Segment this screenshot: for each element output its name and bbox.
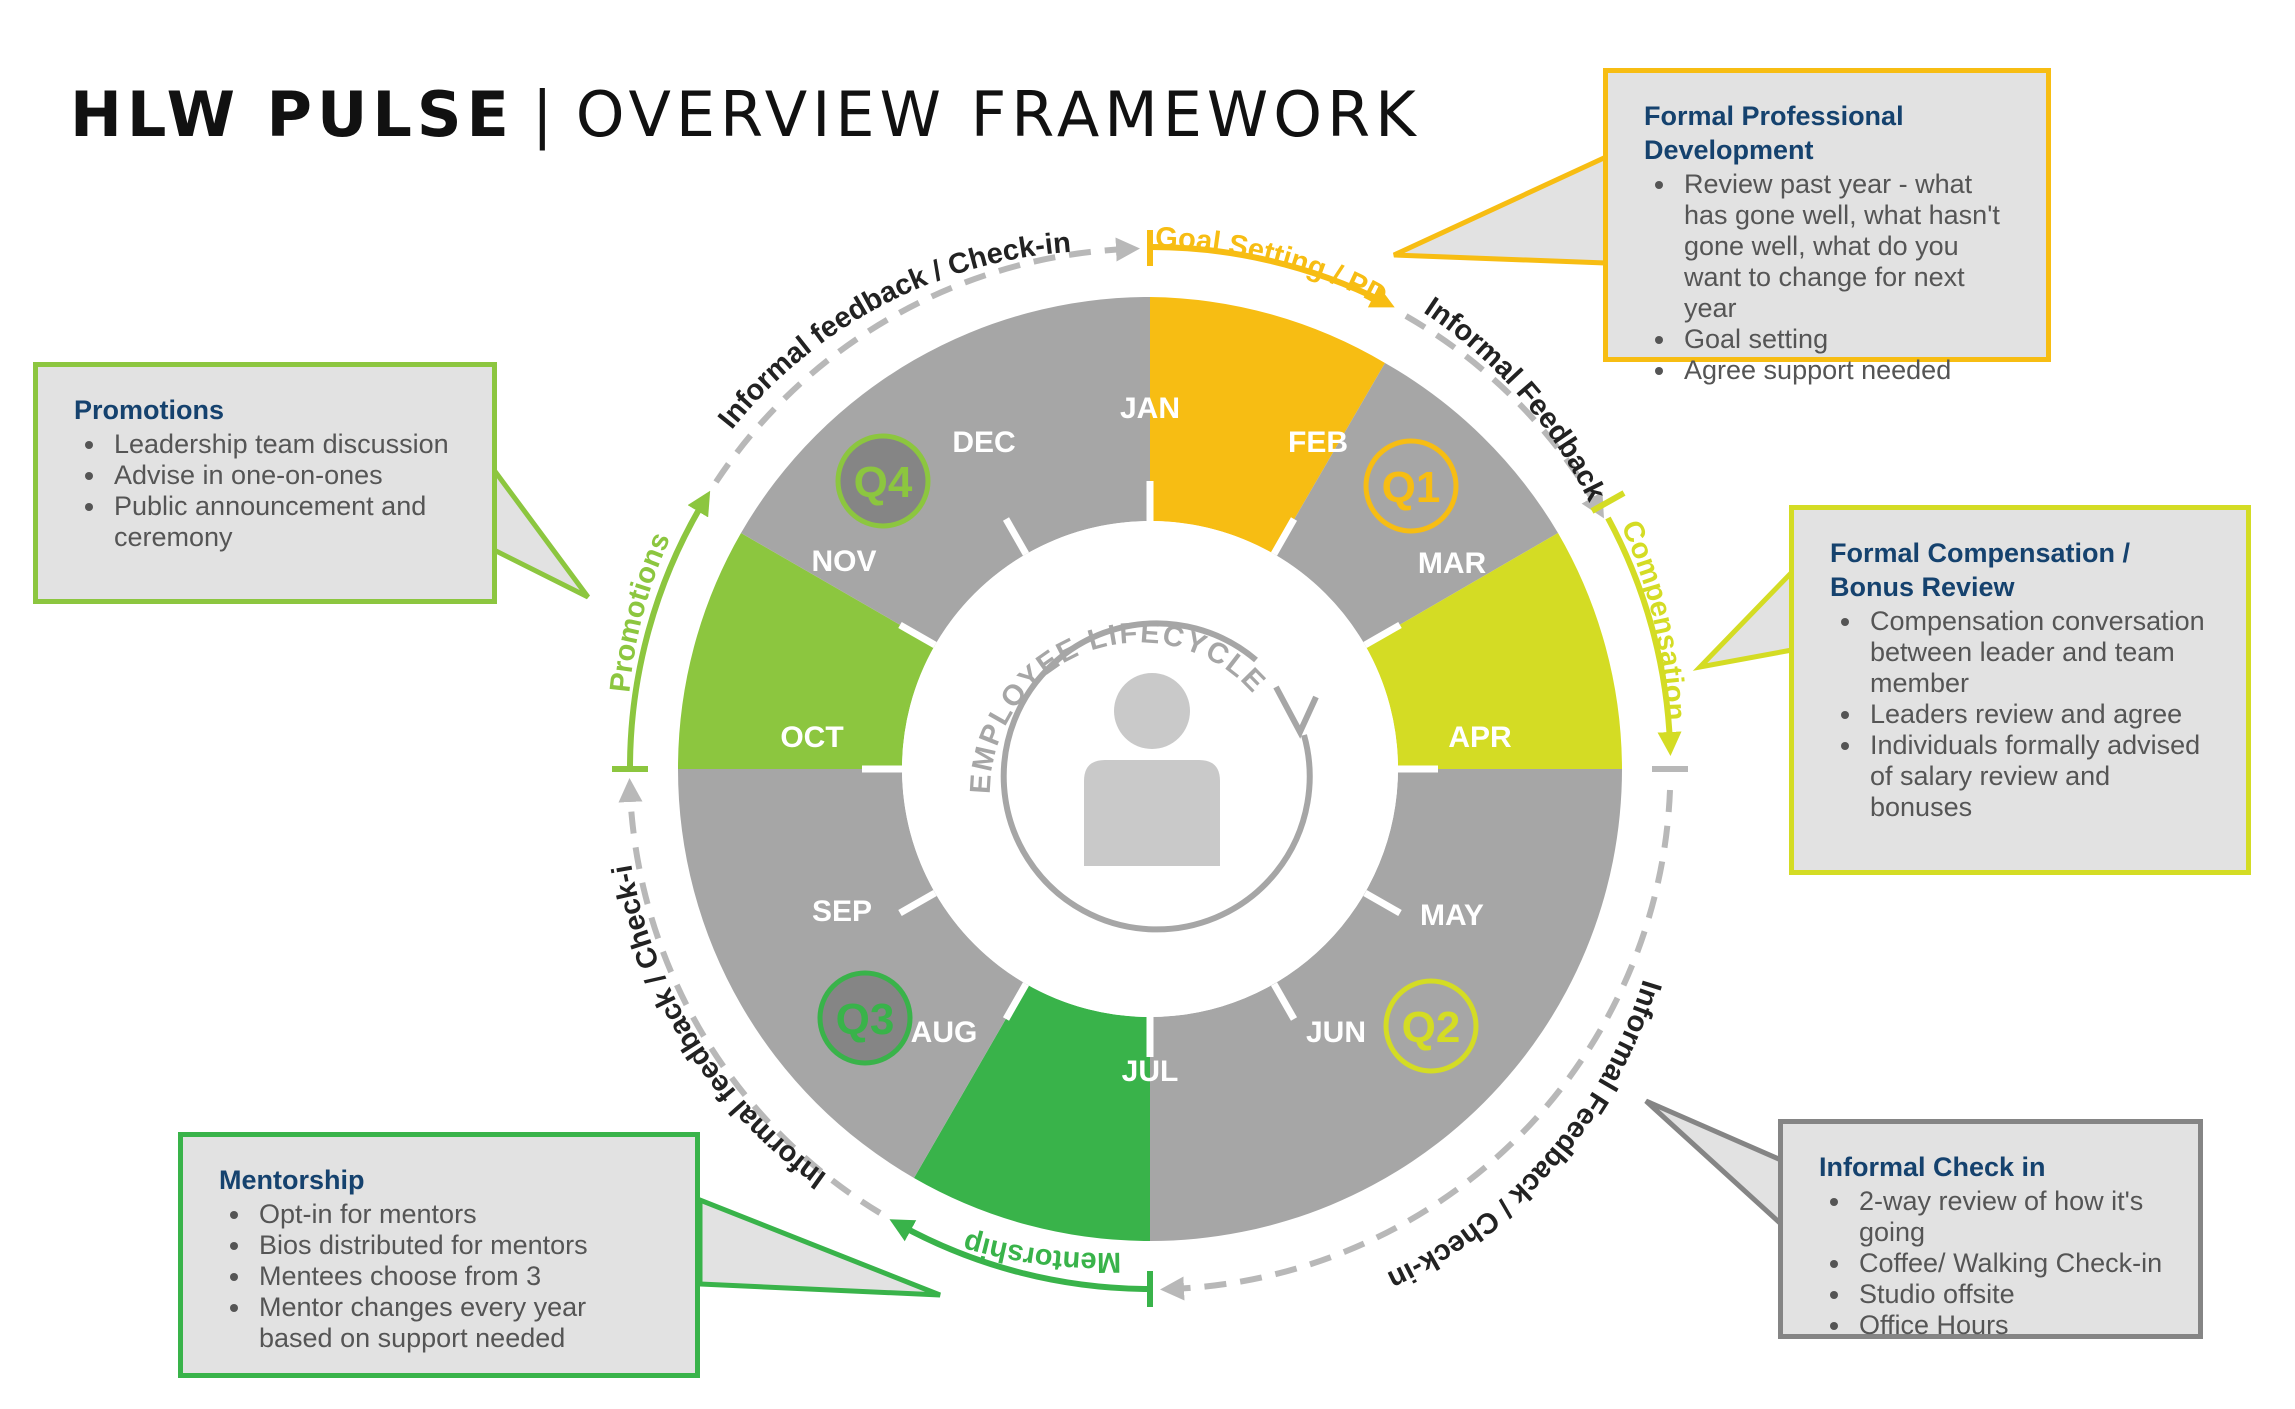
list-item: Studio offsite bbox=[1853, 1279, 2168, 1310]
month-label-oct: OCT bbox=[780, 721, 843, 754]
arc-compensation bbox=[1605, 516, 1682, 756]
month-label-feb: FEB bbox=[1288, 426, 1348, 459]
page-title: HLW PULSE|OVERVIEW FRAMEWORK bbox=[70, 78, 1421, 151]
segment-dec bbox=[741, 296, 1150, 645]
callout-compensation: Formal Compensation / Bonus Review Compe… bbox=[1789, 505, 2251, 875]
tick bbox=[1002, 517, 1030, 556]
month-label-mar: MAR bbox=[1418, 547, 1487, 580]
svg-text:Q4: Q4 bbox=[854, 458, 913, 507]
tick bbox=[1270, 982, 1298, 1021]
callout-tail-checkin bbox=[1644, 1098, 1784, 1230]
quarter-q1: Q1 bbox=[1363, 438, 1459, 534]
month-label-jun: JUN bbox=[1306, 1016, 1366, 1049]
svg-text:Q3: Q3 bbox=[836, 995, 895, 1044]
list-item: 2-way review of how it's going bbox=[1853, 1186, 2168, 1248]
person-icon bbox=[1084, 673, 1220, 866]
arc-promotions bbox=[626, 490, 711, 770]
segment-oct-nov bbox=[677, 533, 935, 769]
list-item: Coffee/ Walking Check-in bbox=[1853, 1248, 2168, 1279]
quarter-q3: Q3 bbox=[817, 970, 913, 1066]
month-label-sep: SEP bbox=[812, 895, 872, 928]
month-label-may: MAY bbox=[1420, 899, 1484, 932]
list-item: Public announcement and ceremony bbox=[108, 491, 462, 553]
callout-list: Review past year - what has gone well, w… bbox=[1644, 169, 2016, 386]
outer-arcs bbox=[612, 230, 1688, 1307]
arc-goal-setting bbox=[1149, 243, 1395, 308]
callout-title: Formal Compensation / Bonus Review bbox=[1830, 538, 2131, 602]
callout-title: Formal Professional Development bbox=[1644, 101, 1904, 165]
list-item: Opt-in for mentors bbox=[253, 1199, 665, 1230]
svg-text:Q1: Q1 bbox=[1382, 463, 1441, 512]
callout-title: Mentorship bbox=[219, 1165, 365, 1195]
title-separator: | bbox=[531, 78, 558, 151]
callout-mentorship: Mentorship Opt-in for mentors Bios distr… bbox=[178, 1132, 700, 1378]
month-labels: JAN FEB MAR APR MAY JUN JUL AUG SEP OCT … bbox=[780, 392, 1512, 1088]
callout-formal-pd: Formal Professional Development Review p… bbox=[1603, 68, 2051, 385]
title-light: OVERVIEW FRAMEWORK bbox=[575, 78, 1421, 151]
callout-promotions: Promotions Leadership team discussion Ad… bbox=[33, 362, 497, 604]
arc-informal-checkin-right bbox=[1160, 789, 1673, 1301]
month-label-jul: JUL bbox=[1122, 1055, 1179, 1088]
tick bbox=[898, 889, 937, 917]
tick bbox=[1270, 517, 1298, 556]
callout-tail-mentorship bbox=[697, 1196, 941, 1298]
arc-label-goal-setting: Goal Setting / PD bbox=[1155, 222, 1392, 313]
list-item: Agree support needed bbox=[1678, 355, 2016, 386]
list-item: Individuals formally advised of salary r… bbox=[1864, 730, 2216, 823]
callout-list: Compensation conversation between leader… bbox=[1830, 606, 2216, 823]
month-label-nov: NOV bbox=[811, 545, 876, 578]
segment-jul bbox=[914, 984, 1150, 1242]
segment-mar-apr bbox=[1365, 533, 1622, 769]
list-item: Advise in one-on-ones bbox=[108, 460, 462, 491]
list-item: Bios distributed for mentors bbox=[253, 1230, 665, 1261]
callout-tail-compensation bbox=[1692, 565, 1795, 671]
list-item: Office Hours bbox=[1853, 1310, 2168, 1341]
arc-comp-start-bar bbox=[1590, 490, 1626, 514]
callout-list: Opt-in for mentors Bios distributed for … bbox=[219, 1199, 665, 1354]
callout-list: Leadership team discussion Advise in one… bbox=[74, 429, 462, 553]
callout-tail-promotions bbox=[491, 462, 591, 600]
tick bbox=[1363, 621, 1402, 649]
segment-may-jun bbox=[1150, 769, 1622, 1241]
quarter-q4: Q4 bbox=[835, 433, 931, 529]
month-label-dec: DEC bbox=[952, 426, 1015, 459]
title-bold: HLW PULSE bbox=[70, 78, 514, 151]
quarter-q2: Q2 bbox=[1383, 978, 1479, 1074]
arc-label-compensation: Compensation bbox=[1615, 516, 1691, 721]
tick bbox=[1363, 889, 1402, 917]
month-label-apr: APR bbox=[1448, 721, 1512, 754]
segment-jan bbox=[1150, 297, 1385, 554]
list-item: Compensation conversation between leader… bbox=[1864, 606, 2216, 699]
callout-title: Informal Check in bbox=[1819, 1152, 2046, 1182]
month-label-aug: AUG bbox=[911, 1016, 978, 1049]
list-item: Mentees choose from 3 bbox=[253, 1261, 665, 1292]
callout-tail-formal-pd bbox=[1392, 153, 1609, 266]
list-item: Leadership team discussion bbox=[108, 429, 462, 460]
tick bbox=[1002, 982, 1030, 1021]
tick bbox=[898, 621, 937, 649]
month-label-jan: JAN bbox=[1120, 392, 1180, 425]
arc-mentorship bbox=[889, 1219, 1151, 1292]
center-cycle-arrow bbox=[1000, 620, 1319, 933]
callout-checkin: Informal Check in 2-way review of how it… bbox=[1778, 1119, 2203, 1341]
list-item: Review past year - what has gone well, w… bbox=[1678, 169, 2016, 324]
arc-informal-checkin-left bbox=[618, 778, 882, 1216]
list-item: Leaders review and agree bbox=[1864, 699, 2216, 730]
list-item: Mentor changes every year based on suppo… bbox=[253, 1292, 665, 1354]
list-item: Goal setting bbox=[1678, 324, 2016, 355]
svg-text:Q2: Q2 bbox=[1402, 1003, 1461, 1052]
callout-list: 2-way review of how it's going Coffee/ W… bbox=[1819, 1186, 2168, 1341]
callout-title: Promotions bbox=[74, 395, 225, 425]
month-ticks bbox=[862, 481, 1438, 1057]
